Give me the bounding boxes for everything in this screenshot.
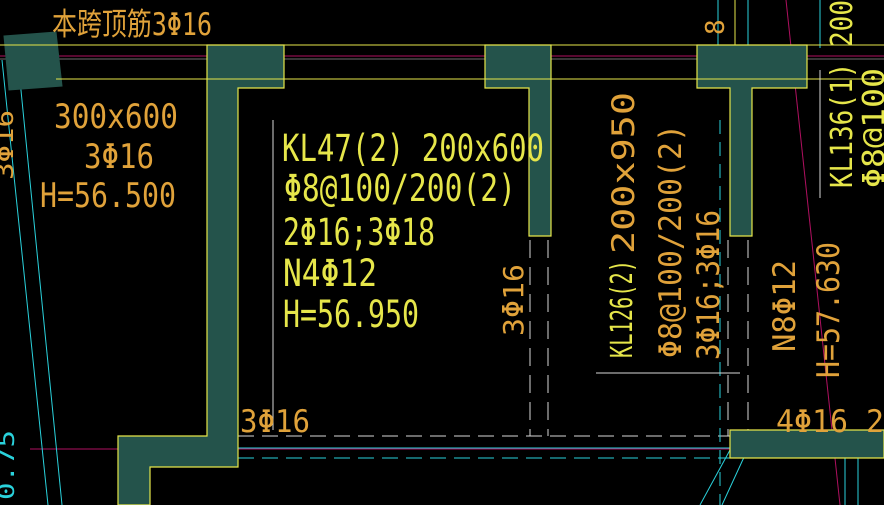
kl47-main-rebar-label: 2Φ16;3Φ18 <box>283 211 435 254</box>
kl47-height-label: H=56.950 <box>283 293 419 336</box>
bottom-right-rebar-label: 4Φ16 2 <box>776 404 884 440</box>
kl47-name-label: KL47(2) 200x600 <box>282 127 544 170</box>
kl136-name-label: KL136(1) 200 <box>825 0 860 188</box>
kl126-stirrup-label: Φ8@100/200(2) <box>653 124 689 358</box>
column-size-label: 300x600 <box>54 97 178 137</box>
beam-edge-lines <box>0 0 884 430</box>
beam-dashed-lines <box>529 240 749 436</box>
column-rebar-label: 3Φ16 <box>84 137 154 177</box>
column-block <box>3 31 63 91</box>
kl126-main-rebar-label: 3Φ16;3Φ16 <box>691 210 727 360</box>
top-right-digit-label: 8 <box>701 19 731 35</box>
mid-vertical-rebar-label: 3Φ16 <box>497 264 530 336</box>
kl136-stirrup-label: Φ8@100 <box>857 68 884 188</box>
left-edge-rebar-label: 3Φ16 <box>0 110 19 180</box>
left-edge-elevation-label: 0.75 <box>0 430 20 500</box>
kl126-name-label: KL126(2) <box>605 260 640 358</box>
kl47-side-rebar-label: N4Φ12 <box>283 252 377 295</box>
wall-outline <box>117 44 884 505</box>
bottom-left-rebar-label: 3Φ16 <box>240 404 310 440</box>
kl126-section-label: 200x950 <box>606 92 642 254</box>
column-height-label: H=56.500 <box>40 176 176 216</box>
kl126-height-label: H=57.630 <box>811 242 847 378</box>
kl47-stirrup-label: Φ8@100/200(2) <box>284 167 516 210</box>
top-reinforcement-label: 本跨顶筋3Φ16 <box>52 7 212 43</box>
kl126-side-rebar-label: N8Φ12 <box>767 260 803 352</box>
